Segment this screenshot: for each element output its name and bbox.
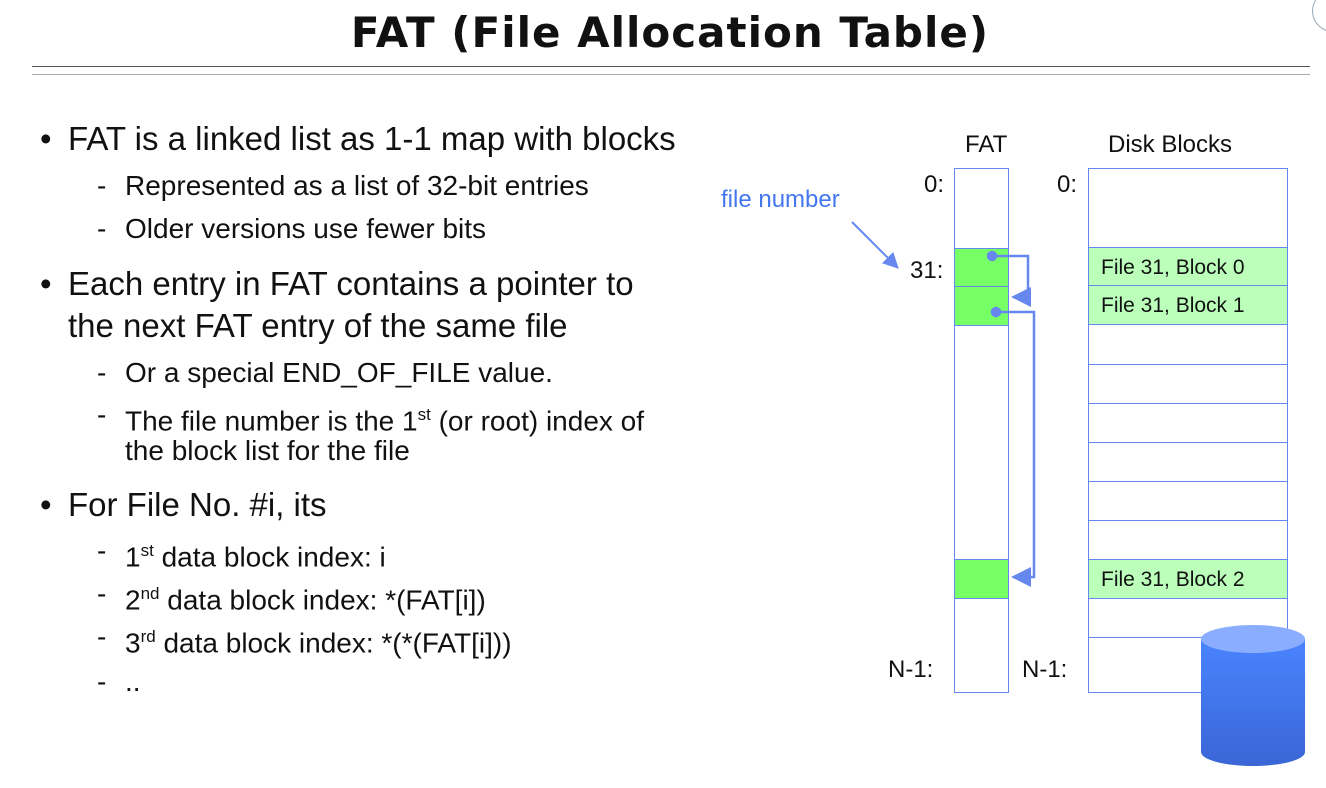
- fat-entry-next: [955, 286, 1008, 326]
- sub-bullet-text: the block list for the file: [125, 435, 410, 466]
- block-label: File 31, Block 1: [1101, 294, 1245, 317]
- disk-cylinder-icon: [1201, 625, 1305, 766]
- title-divider: [32, 66, 1310, 67]
- block-label: File 31, Block 2: [1101, 568, 1245, 591]
- disk-block: [1089, 403, 1287, 443]
- sub-bullet: -1st data block index: i: [97, 533, 386, 572]
- file-number-arrow: [851, 221, 899, 269]
- fat-index-31: 31:: [910, 257, 944, 284]
- block-label: File 31, Block 0: [1101, 256, 1245, 279]
- sub-bullet-text: 2nd data block index: *(FAT[i]): [125, 584, 486, 616]
- fat-entry-last: [955, 559, 1008, 599]
- bullet-text: FAT is a linked list as 1-1 map with blo…: [68, 120, 676, 157]
- disk-index-last: N-1:: [1022, 656, 1068, 683]
- sub-bullet-text: 1st data block index: i: [125, 541, 386, 573]
- sub-bullet-text: ..: [125, 666, 141, 697]
- title-divider-thin: [32, 74, 1310, 75]
- fat-index-last: N-1:: [888, 656, 934, 683]
- disk-block: [1089, 598, 1287, 638]
- fat-index-0: 0:: [924, 171, 945, 198]
- sub-bullet-text: 3rd data block index: *(*(FAT[i])): [125, 627, 512, 659]
- sub-bullet: -The file number is the 1st (or root) in…: [97, 397, 644, 436]
- fat-entry-31: [955, 248, 1008, 288]
- fat-link-arrow-1: [986, 250, 1031, 307]
- disk-blocks: File 31, Block 0 File 31, Block 1 File 3…: [1088, 168, 1288, 693]
- sub-bullet-text: Represented as a list of 32-bit entries: [125, 170, 589, 201]
- disk-block: File 31, Block 1: [1089, 285, 1287, 325]
- bullet-text: For File No. #i, its: [68, 486, 327, 523]
- sub-bullet: -Represented as a list of 32-bit entries: [97, 168, 589, 204]
- disk-block: File 31, Block 0: [1089, 247, 1287, 287]
- sub-bullet: -..: [97, 664, 141, 700]
- file-number-label: file number: [721, 186, 840, 213]
- sub-bullet: -3rd data block index: *(*(FAT[i])): [97, 619, 512, 658]
- disk-index-0: 0:: [1057, 171, 1078, 198]
- sub-bullet-text: Or a special END_OF_FILE value.: [125, 357, 553, 388]
- sub-bullet: -2nd data block index: *(FAT[i]): [97, 576, 486, 615]
- sub-bullet-text: Older versions use fewer bits: [125, 213, 487, 244]
- disk-block: File 31, Block 2: [1089, 559, 1287, 599]
- sub-bullet: -Older versions use fewer bits: [97, 211, 486, 247]
- disk-blocks-header: Disk Blocks: [1108, 131, 1233, 158]
- slide-title: FAT (File Allocation Table): [350, 8, 990, 57]
- bullet-text: the next FAT entry of the same file: [68, 307, 568, 344]
- fat-link-arrow-2: [990, 306, 1036, 587]
- bullet-text: Each entry in FAT contains a pointer to: [68, 265, 634, 302]
- fat-header: FAT: [965, 131, 1008, 158]
- sub-bullet-text: The file number is the 1st (or root) ind…: [125, 405, 645, 437]
- sub-bullet: -Or a special END_OF_FILE value.: [97, 355, 553, 391]
